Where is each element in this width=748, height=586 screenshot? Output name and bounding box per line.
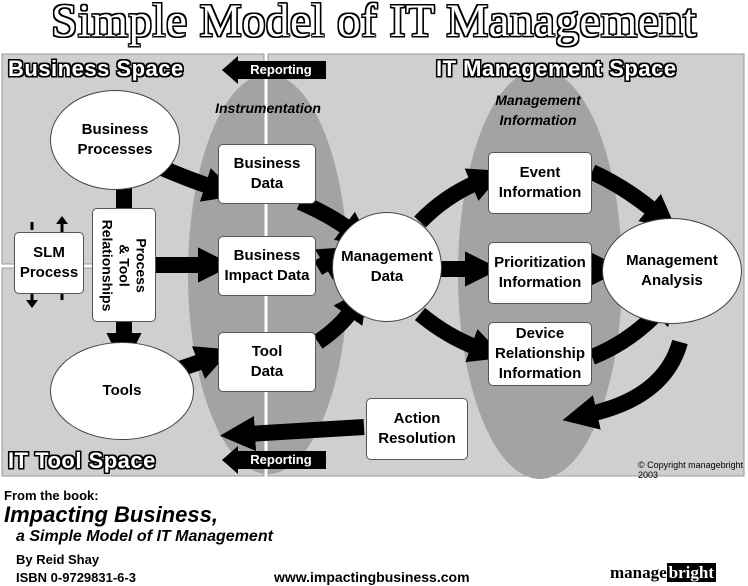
management-analysis-node: Management Analysis — [602, 218, 742, 324]
page-title: Simple Model of IT Management — [51, 0, 697, 47]
arrow-md-to-device — [414, 307, 505, 363]
arrow-bid-to-md — [313, 246, 355, 280]
brand-logo-part1: manage — [610, 563, 667, 582]
arrow-event-to-ma — [588, 164, 677, 231]
arrow-bd-to-md — [296, 194, 373, 247]
brand-logo-part2: bright — [666, 563, 717, 582]
it-management-diagram: Business Space IT Management Space IT To… — [0, 52, 748, 480]
it-management-space-label: IT Management Space — [436, 56, 677, 81]
it-tool-space-label: IT Tool Space — [8, 448, 156, 473]
business-impact-data-node: Business Impact Data — [218, 236, 316, 296]
instrumentation-label: Instrumentation — [215, 100, 321, 116]
arrow-md-to-event — [414, 168, 504, 228]
website-link[interactable]: www.impactingbusiness.com — [274, 569, 470, 585]
reporting-label-top: Reporting — [236, 61, 326, 79]
book-subtitle: a Simple Model of IT Management — [16, 528, 273, 545]
device-relationship-information-node: Device Relationship Information — [488, 322, 592, 386]
reporting-arrow-bottom: Reporting — [222, 446, 326, 474]
event-information-node: Event Information — [488, 152, 592, 214]
reporting-label-bottom: Reporting — [236, 451, 326, 469]
business-processes-node: Business Processes — [50, 90, 180, 190]
business-data-node: Business Data — [218, 144, 316, 204]
reporting-arrowhead-icon — [222, 446, 238, 474]
business-space-label: Business Space — [8, 56, 184, 81]
tool-data-node: Tool Data — [218, 332, 316, 392]
management-information-label: Management Information — [495, 92, 581, 128]
arrow-ma-to-action — [562, 339, 688, 430]
reporting-arrow-top: Reporting — [222, 56, 326, 84]
process-tool-relationships-node: Process & Tool Relationships — [92, 208, 156, 322]
from-book-label: From the book: — [4, 488, 99, 503]
tools-node: Tools — [50, 342, 194, 440]
process-tool-relationships-label: Process & Tool Relationships — [99, 219, 150, 311]
prioritization-information-node: Prioritization Information — [488, 242, 592, 304]
action-resolution-node: Action Resolution — [366, 398, 468, 460]
copyright-notice: © Copyright managebright 2003 — [638, 460, 744, 480]
arrow-td-to-md — [313, 286, 369, 349]
author: By Reid Shay — [16, 552, 100, 567]
isbn: ISBN 0-9729831-6-3 — [16, 570, 136, 585]
slm-process-node: SLM Process — [14, 232, 84, 294]
arrow-action-to-tools — [219, 416, 365, 452]
management-data-node: Management Data — [332, 212, 442, 322]
book-title: Impacting Business, — [4, 502, 218, 527]
reporting-arrowhead-icon — [222, 56, 238, 84]
